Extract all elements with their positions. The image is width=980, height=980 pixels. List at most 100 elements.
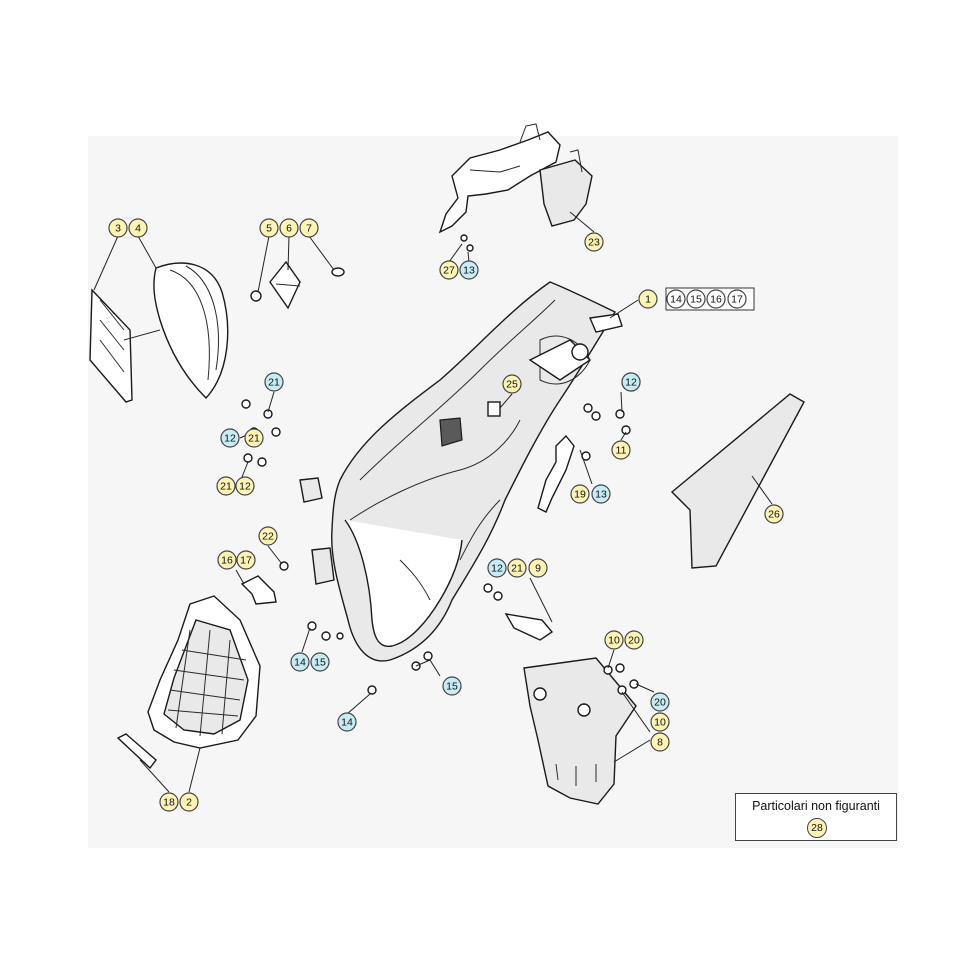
callout-18: 18 bbox=[159, 792, 179, 812]
callout-14: 14 bbox=[337, 712, 357, 732]
callout-circle bbox=[502, 374, 522, 394]
callout-circle bbox=[666, 289, 686, 309]
callout-number: 20 bbox=[628, 635, 640, 647]
callout-circle bbox=[128, 218, 148, 238]
callout-number: 8 bbox=[657, 737, 663, 749]
callout-27: 27 bbox=[439, 260, 459, 280]
callout-20: 20 bbox=[650, 692, 670, 712]
callout-16: 16 bbox=[706, 289, 726, 309]
callout-circle bbox=[258, 526, 278, 546]
callout-17: 17 bbox=[236, 550, 256, 570]
callout-circle bbox=[727, 289, 747, 309]
callout-circle bbox=[179, 792, 199, 812]
callout-number: 27 bbox=[443, 265, 455, 277]
callout-number: 11 bbox=[616, 445, 627, 457]
callout-circle bbox=[706, 289, 726, 309]
callout-circle bbox=[337, 712, 357, 732]
callout-7: 7 bbox=[299, 218, 319, 238]
callout-number: 25 bbox=[506, 379, 518, 391]
callout-13: 13 bbox=[459, 260, 479, 280]
callout-number: 14 bbox=[294, 657, 306, 669]
callout-16: 16 bbox=[217, 550, 237, 570]
callout-number: 26 bbox=[768, 509, 780, 521]
callout-circle bbox=[299, 218, 319, 238]
callout-layer: 1141516173456723271321122112211225121119… bbox=[108, 218, 784, 812]
callout-number: 16 bbox=[710, 294, 722, 306]
callout-2: 2 bbox=[179, 792, 199, 812]
legend-title: Particolari non figuranti bbox=[752, 799, 880, 813]
callout-circle bbox=[220, 428, 240, 448]
callout-19: 19 bbox=[570, 484, 590, 504]
callout-circle bbox=[650, 732, 670, 752]
rear-frame-bracket bbox=[438, 123, 593, 252]
callout-circle bbox=[487, 558, 507, 578]
callout-6: 6 bbox=[279, 218, 299, 238]
clip-part bbox=[487, 401, 501, 417]
callout-9: 9 bbox=[528, 558, 548, 578]
side-bracket bbox=[537, 434, 575, 513]
side-panel-plate bbox=[670, 393, 805, 569]
callout-circle bbox=[159, 792, 179, 812]
callout-number: 21 bbox=[511, 563, 523, 575]
callout-circle bbox=[244, 428, 264, 448]
callout-15: 15 bbox=[442, 676, 462, 696]
callout-circle bbox=[528, 558, 548, 578]
drain-tube bbox=[504, 613, 554, 641]
callout-circle bbox=[624, 630, 644, 650]
callout-11: 11 bbox=[611, 440, 631, 460]
callout-23: 23 bbox=[584, 232, 604, 252]
fasteners bbox=[241, 399, 639, 695]
callout-number: 5 bbox=[266, 223, 272, 235]
callout-circle bbox=[310, 652, 330, 672]
callout-number: 4 bbox=[135, 223, 141, 235]
callout-12: 12 bbox=[621, 372, 641, 392]
callout-number: 20 bbox=[654, 697, 666, 709]
callout-12: 12 bbox=[487, 558, 507, 578]
callout-circle bbox=[764, 504, 784, 524]
callout-3: 3 bbox=[108, 218, 128, 238]
callout-number: 3 bbox=[115, 223, 121, 235]
intake-boot bbox=[116, 595, 261, 770]
callout-number: 21 bbox=[220, 481, 232, 493]
callout-circle bbox=[459, 260, 479, 280]
airbox-main-body bbox=[299, 281, 623, 662]
callout-circle bbox=[216, 476, 236, 496]
callout-number: 1 bbox=[645, 294, 651, 306]
callout-number: 17 bbox=[731, 294, 743, 306]
callout-number: 13 bbox=[595, 489, 607, 501]
callout-21: 21 bbox=[507, 558, 527, 578]
callout-number: 18 bbox=[163, 797, 175, 809]
callout-number: 12 bbox=[224, 433, 236, 445]
callout-number: 14 bbox=[341, 717, 353, 729]
callout-number: 14 bbox=[670, 294, 682, 306]
callout-circle bbox=[236, 550, 256, 570]
callout-circle bbox=[621, 372, 641, 392]
callout-number: 17 bbox=[240, 555, 252, 567]
callout-12: 12 bbox=[220, 428, 240, 448]
callout-number: 12 bbox=[491, 563, 503, 575]
callout-21: 21 bbox=[244, 428, 264, 448]
callout-5: 5 bbox=[259, 218, 279, 238]
callout-number: 15 bbox=[690, 294, 702, 306]
callout-number: 12 bbox=[625, 377, 637, 389]
callout-circle bbox=[108, 218, 128, 238]
callout-10: 10 bbox=[650, 712, 670, 732]
callout-22: 22 bbox=[258, 526, 278, 546]
legend-callout-number: 28 bbox=[807, 818, 827, 838]
callout-circle bbox=[217, 550, 237, 570]
callout-circle bbox=[570, 484, 590, 504]
callout-circle bbox=[611, 440, 631, 460]
callout-number: 7 bbox=[306, 223, 312, 235]
callout-number: 21 bbox=[248, 433, 260, 445]
callout-17: 17 bbox=[727, 289, 747, 309]
callout-number: 21 bbox=[268, 377, 280, 389]
callout-14: 14 bbox=[290, 652, 310, 672]
callout-number: 6 bbox=[286, 223, 292, 235]
front-plate-assembly bbox=[89, 262, 229, 403]
callout-12: 12 bbox=[235, 476, 255, 496]
callout-circle bbox=[290, 652, 310, 672]
callout-number: 16 bbox=[221, 555, 233, 567]
callout-4: 4 bbox=[128, 218, 148, 238]
callout-number: 10 bbox=[654, 717, 666, 729]
